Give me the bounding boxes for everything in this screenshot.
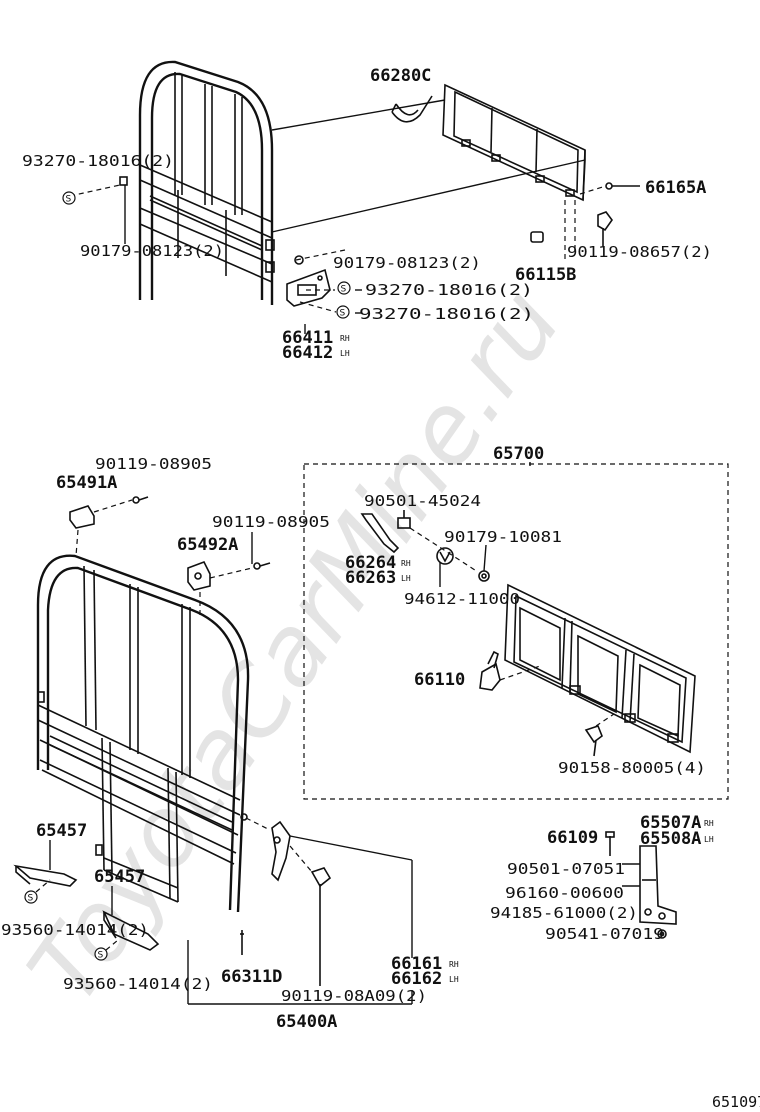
label-90179-08123-mid: 90179-08123(2) <box>333 254 481 272</box>
label-94185-61000: 94185-61000(2) <box>490 904 638 922</box>
bolt-90501-45024 <box>397 510 411 529</box>
screw-symbol-text: S <box>341 285 347 295</box>
assembly-box-65700 <box>303 463 729 800</box>
bolt-90158-80005 <box>584 725 603 757</box>
label-66412-suffix: LH <box>340 349 350 358</box>
washer-94612 <box>436 547 454 565</box>
label-90119-08905-b: 90119-08905 <box>212 513 330 531</box>
label-90501-07051: 90501-07051 <box>507 860 625 878</box>
label-66162-suffix: LH <box>449 975 459 984</box>
label-93270-18016-left: 93270-18016(2) <box>22 152 174 170</box>
label-66264: 66264 <box>345 553 396 573</box>
header-guard-frame-bottom <box>36 554 250 913</box>
label-66280C: 66280C <box>370 66 431 86</box>
label-66263-suffix: LH <box>401 574 411 583</box>
label-65400A: 65400A <box>276 1012 337 1032</box>
label-66311D: 66311D <box>221 967 282 987</box>
bracket-66411 <box>286 268 331 307</box>
tailgate-top <box>442 83 586 202</box>
nut-90541-07019 <box>657 929 667 939</box>
label-65508A-suffix: LH <box>704 835 714 844</box>
screw-symbol: S <box>24 890 38 904</box>
label-66263: 66263 <box>345 568 396 588</box>
label-66412: 66412 <box>282 343 333 363</box>
label-90541-07019: 90541-07019 <box>545 925 664 943</box>
label-65457-b: 65457 <box>94 867 145 887</box>
label-90158-80005: 90158-80005(4) <box>558 759 706 777</box>
label-93270-18016-mid1: 93270-18016(2) <box>365 281 533 299</box>
washer-90179-mid <box>294 255 304 265</box>
bolt-90119-08905-b <box>253 562 271 570</box>
diagram-id: 651097 <box>712 1093 760 1111</box>
bracket-65457-b <box>102 910 160 951</box>
bolt-90119-08A09 <box>310 867 332 986</box>
screw-symbol: S <box>62 191 76 205</box>
clip-66115B <box>530 231 544 243</box>
pin-66311D <box>240 930 244 955</box>
label-66109: 66109 <box>547 828 598 848</box>
bracket-65491A <box>69 505 95 529</box>
label-65507A: 65507A <box>640 813 701 833</box>
label-94612-11000: 94612-11000 <box>404 590 520 608</box>
hinge-66264 <box>360 513 400 554</box>
header-guard-frame-top <box>138 60 275 305</box>
label-66411: 66411 <box>282 328 333 348</box>
label-66161-suffix: RH <box>449 960 459 969</box>
label-93560-14014-b: 93560-14014(2) <box>63 975 213 993</box>
label-65507A-suffix: RH <box>704 819 714 828</box>
label-66411-suffix: RH <box>340 334 350 343</box>
washer-90179-left <box>119 176 128 186</box>
fastener-94185 <box>644 908 666 920</box>
nut-90179-10081 <box>478 570 490 582</box>
label-65700: 65700 <box>493 444 544 464</box>
stopper-66110 <box>479 650 501 691</box>
hook-66280C <box>391 95 433 123</box>
bolt-66109 <box>605 831 615 856</box>
label-90501-45024: 90501-45024 <box>364 492 481 510</box>
label-66110: 66110 <box>414 670 465 690</box>
bolt-90119-08657 <box>597 211 613 246</box>
label-65491A: 65491A <box>56 473 117 493</box>
tailgate-assembly <box>504 583 696 754</box>
label-90179-10081: 90179-10081 <box>444 528 562 546</box>
label-66165A: 66165A <box>645 178 706 198</box>
label-65492A: 65492A <box>177 535 238 555</box>
bolt-90119-08905-a <box>132 496 149 504</box>
latch-66161 <box>271 820 291 882</box>
screw-symbol: S <box>336 305 350 319</box>
label-66264-suffix: RH <box>401 559 411 568</box>
label-90179-08123-left: 90179-08123(2) <box>80 242 224 260</box>
label-93560-14014-a: 93560-14014(2) <box>1 921 149 939</box>
screw-symbol-text: S <box>340 309 346 319</box>
label-65457-a: 65457 <box>36 821 87 841</box>
screw-symbol: S <box>94 947 108 961</box>
label-65508A: 65508A <box>640 829 701 849</box>
screw-symbol: S <box>337 281 351 295</box>
bracket-65507A <box>639 845 677 925</box>
screw-symbol-text: S <box>98 951 104 961</box>
label-66115B: 66115B <box>515 265 576 285</box>
label-96160-00600: 96160-00600 <box>505 884 624 902</box>
bolt-66165A <box>605 182 640 190</box>
label-66161: 66161 <box>391 954 442 974</box>
label-66162: 66162 <box>391 969 442 989</box>
label-90119-08A09: 90119-08A09(2) <box>281 987 427 1005</box>
screw-symbol-text: S <box>28 894 34 904</box>
bracket-65457-a <box>13 864 78 887</box>
bracket-65492A <box>187 560 211 591</box>
label-90119-08657: 90119-08657(2) <box>567 243 712 261</box>
label-93270-18016-mid2: 93270-18016(2) <box>359 305 534 323</box>
label-90119-08905-a: 90119-08905 <box>95 455 212 473</box>
screw-symbol-text: S <box>66 195 72 205</box>
